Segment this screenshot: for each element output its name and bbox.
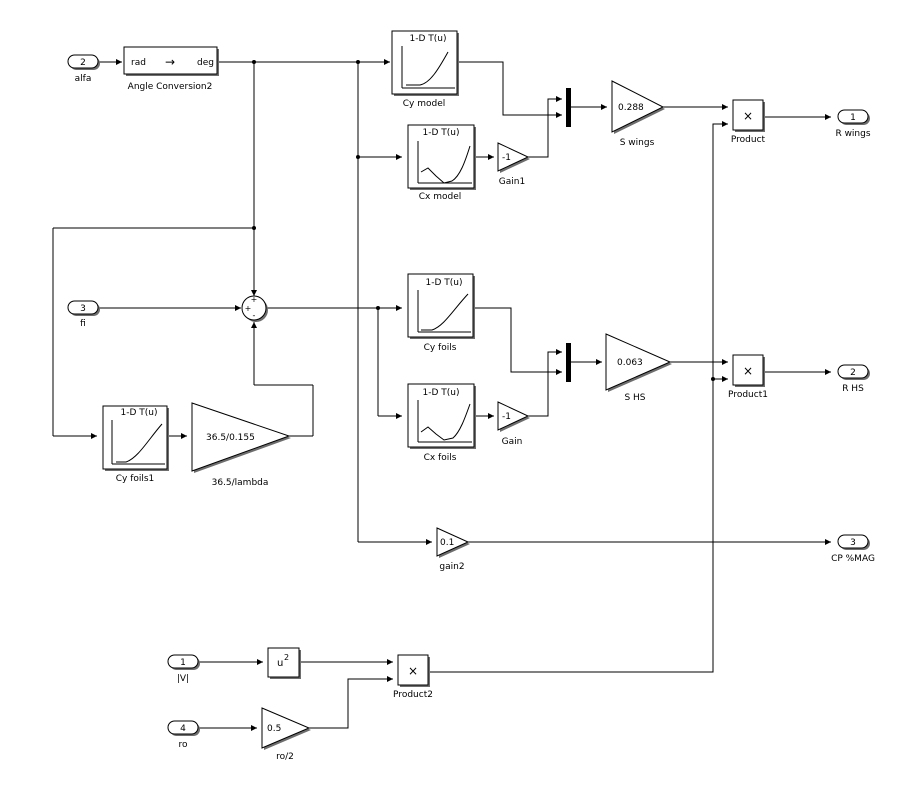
s-hs-value: 0.063: [617, 358, 643, 368]
gain2-value: 0.1: [440, 538, 454, 548]
sum-sign-bottom: -: [253, 311, 256, 320]
angle-conversion-block[interactable]: rad → deg Angle Conversion2: [123, 46, 219, 92]
inport-fi-number: 3: [80, 304, 86, 314]
inport-v-label: |V|: [177, 674, 189, 684]
lookup-curve-icon: [420, 145, 471, 184]
outport-r-hs-label: R HS: [842, 384, 864, 394]
product2-multiply-icon: ×: [408, 664, 418, 678]
lookup-title: 1-D T(u): [121, 408, 158, 418]
product2-label: Product2: [393, 690, 433, 700]
sum-sign-left: +: [245, 304, 252, 313]
angle-conversion-label: Angle Conversion2: [128, 82, 213, 92]
square-function-base: u: [277, 658, 283, 669]
lookup-title: 1-D T(u): [423, 388, 460, 398]
inport-alfa-label: alfa: [75, 74, 92, 84]
lookup-title: 1-D T(u): [426, 278, 463, 288]
s-hs-gain[interactable]: 0.063 S HS: [605, 333, 672, 403]
lookup-cx-foils-label: Cx foils: [424, 453, 457, 463]
lookup-cx-foils[interactable]: 1-D T(u) Cx foils: [407, 383, 476, 463]
gain-label: Gain: [502, 437, 523, 447]
inport-ro[interactable]: 4 ro: [167, 720, 200, 750]
outport-cp[interactable]: 3 CP %MAG: [831, 534, 875, 564]
gain2-label: gain2: [439, 562, 464, 572]
lookup-cy-foils1-label: Cy foils1: [116, 474, 155, 484]
ro2-gain[interactable]: 0.5 ro/2: [261, 707, 311, 762]
outport-cp-label: CP %MAG: [831, 554, 875, 564]
outport-cp-number: 3: [850, 538, 856, 548]
lambda-label: 36.5/lambda: [212, 478, 269, 488]
lookup-cy-model[interactable]: 1-D T(u) Cy model: [391, 30, 459, 109]
lookup-cy-foils[interactable]: 1-D T(u) Cy foils: [407, 273, 475, 353]
inport-alfa[interactable]: 2 alfa: [67, 54, 100, 84]
s-wings-gain[interactable]: 0.288 S wings: [611, 80, 665, 148]
ro2-label: ro/2: [276, 752, 294, 762]
product1-block[interactable]: × Product1: [728, 354, 768, 400]
gain1-label: Gain1: [499, 177, 525, 187]
sum-block[interactable]: + + -: [241, 295, 268, 322]
mux-hs[interactable]: [566, 343, 571, 382]
arrowheads: [91, 59, 831, 731]
gain-block[interactable]: -1 Gain: [497, 401, 530, 447]
lookup-cy-model-label: Cy model: [403, 99, 446, 109]
lookup-curve-icon: [116, 423, 163, 463]
inport-ro-label: ro: [178, 740, 188, 750]
angle-conversion-out-unit: deg: [197, 58, 214, 68]
outport-r-wings[interactable]: 1 R wings: [835, 109, 871, 139]
lambda-gain[interactable]: 36.5/0.155 36.5/lambda: [191, 402, 291, 488]
branch-points: [252, 60, 715, 381]
gain1-value: -1: [502, 153, 511, 163]
signal-lines: [52, 61, 831, 729]
product-multiply-icon: ×: [743, 109, 753, 123]
product-label: Product: [731, 135, 766, 145]
lookup-cy-foils1[interactable]: 1-D T(u) Cy foils1: [102, 405, 169, 484]
outport-r-wings-number: 1: [850, 113, 856, 123]
inport-v-number: 1: [180, 658, 186, 668]
gain2-block[interactable]: 0.1 gain2: [436, 527, 470, 572]
mux-wings[interactable]: [566, 88, 571, 127]
inport-alfa-number: 2: [80, 58, 86, 68]
lambda-value: 36.5/0.155: [206, 433, 255, 443]
lookup-title: 1-D T(u): [423, 128, 460, 138]
s-wings-value: 0.288: [618, 103, 644, 113]
product-block[interactable]: × Product: [731, 99, 766, 145]
gain-value: -1: [502, 412, 511, 422]
s-hs-label: S HS: [624, 393, 645, 403]
inport-fi-label: fi: [80, 319, 86, 329]
outport-r-hs-number: 2: [850, 368, 856, 378]
ro2-value: 0.5: [267, 724, 281, 734]
square-function-exponent: 2: [284, 653, 289, 662]
gain1-block[interactable]: -1 Gain1: [497, 142, 530, 187]
sum-sign-top: +: [251, 295, 258, 304]
lookup-curve-icon: [421, 293, 469, 331]
lookup-curve-icon: [420, 403, 471, 441]
lookup-cx-model[interactable]: 1-D T(u) Cx model: [407, 124, 476, 202]
angle-conversion-in-unit: rad: [131, 58, 146, 68]
outport-r-wings-label: R wings: [835, 129, 870, 139]
square-function-block[interactable]: u 2: [267, 647, 301, 679]
product1-multiply-icon: ×: [743, 364, 753, 378]
lookup-title: 1-D T(u): [410, 34, 447, 44]
lookup-cy-foils-label: Cy foils: [424, 343, 457, 353]
outport-r-hs[interactable]: 2 R HS: [837, 364, 870, 394]
lookup-cx-model-label: Cx model: [419, 192, 462, 202]
lookup-curve-icon: [406, 51, 449, 86]
s-wings-label: S wings: [620, 138, 655, 148]
inport-v[interactable]: 1 |V|: [167, 654, 200, 684]
angle-conversion-arrow-icon: →: [165, 55, 175, 69]
inport-ro-number: 4: [180, 724, 186, 734]
inport-fi[interactable]: 3 fi: [67, 300, 100, 329]
product2-block[interactable]: × Product2: [393, 654, 433, 700]
product1-label: Product1: [728, 390, 768, 400]
